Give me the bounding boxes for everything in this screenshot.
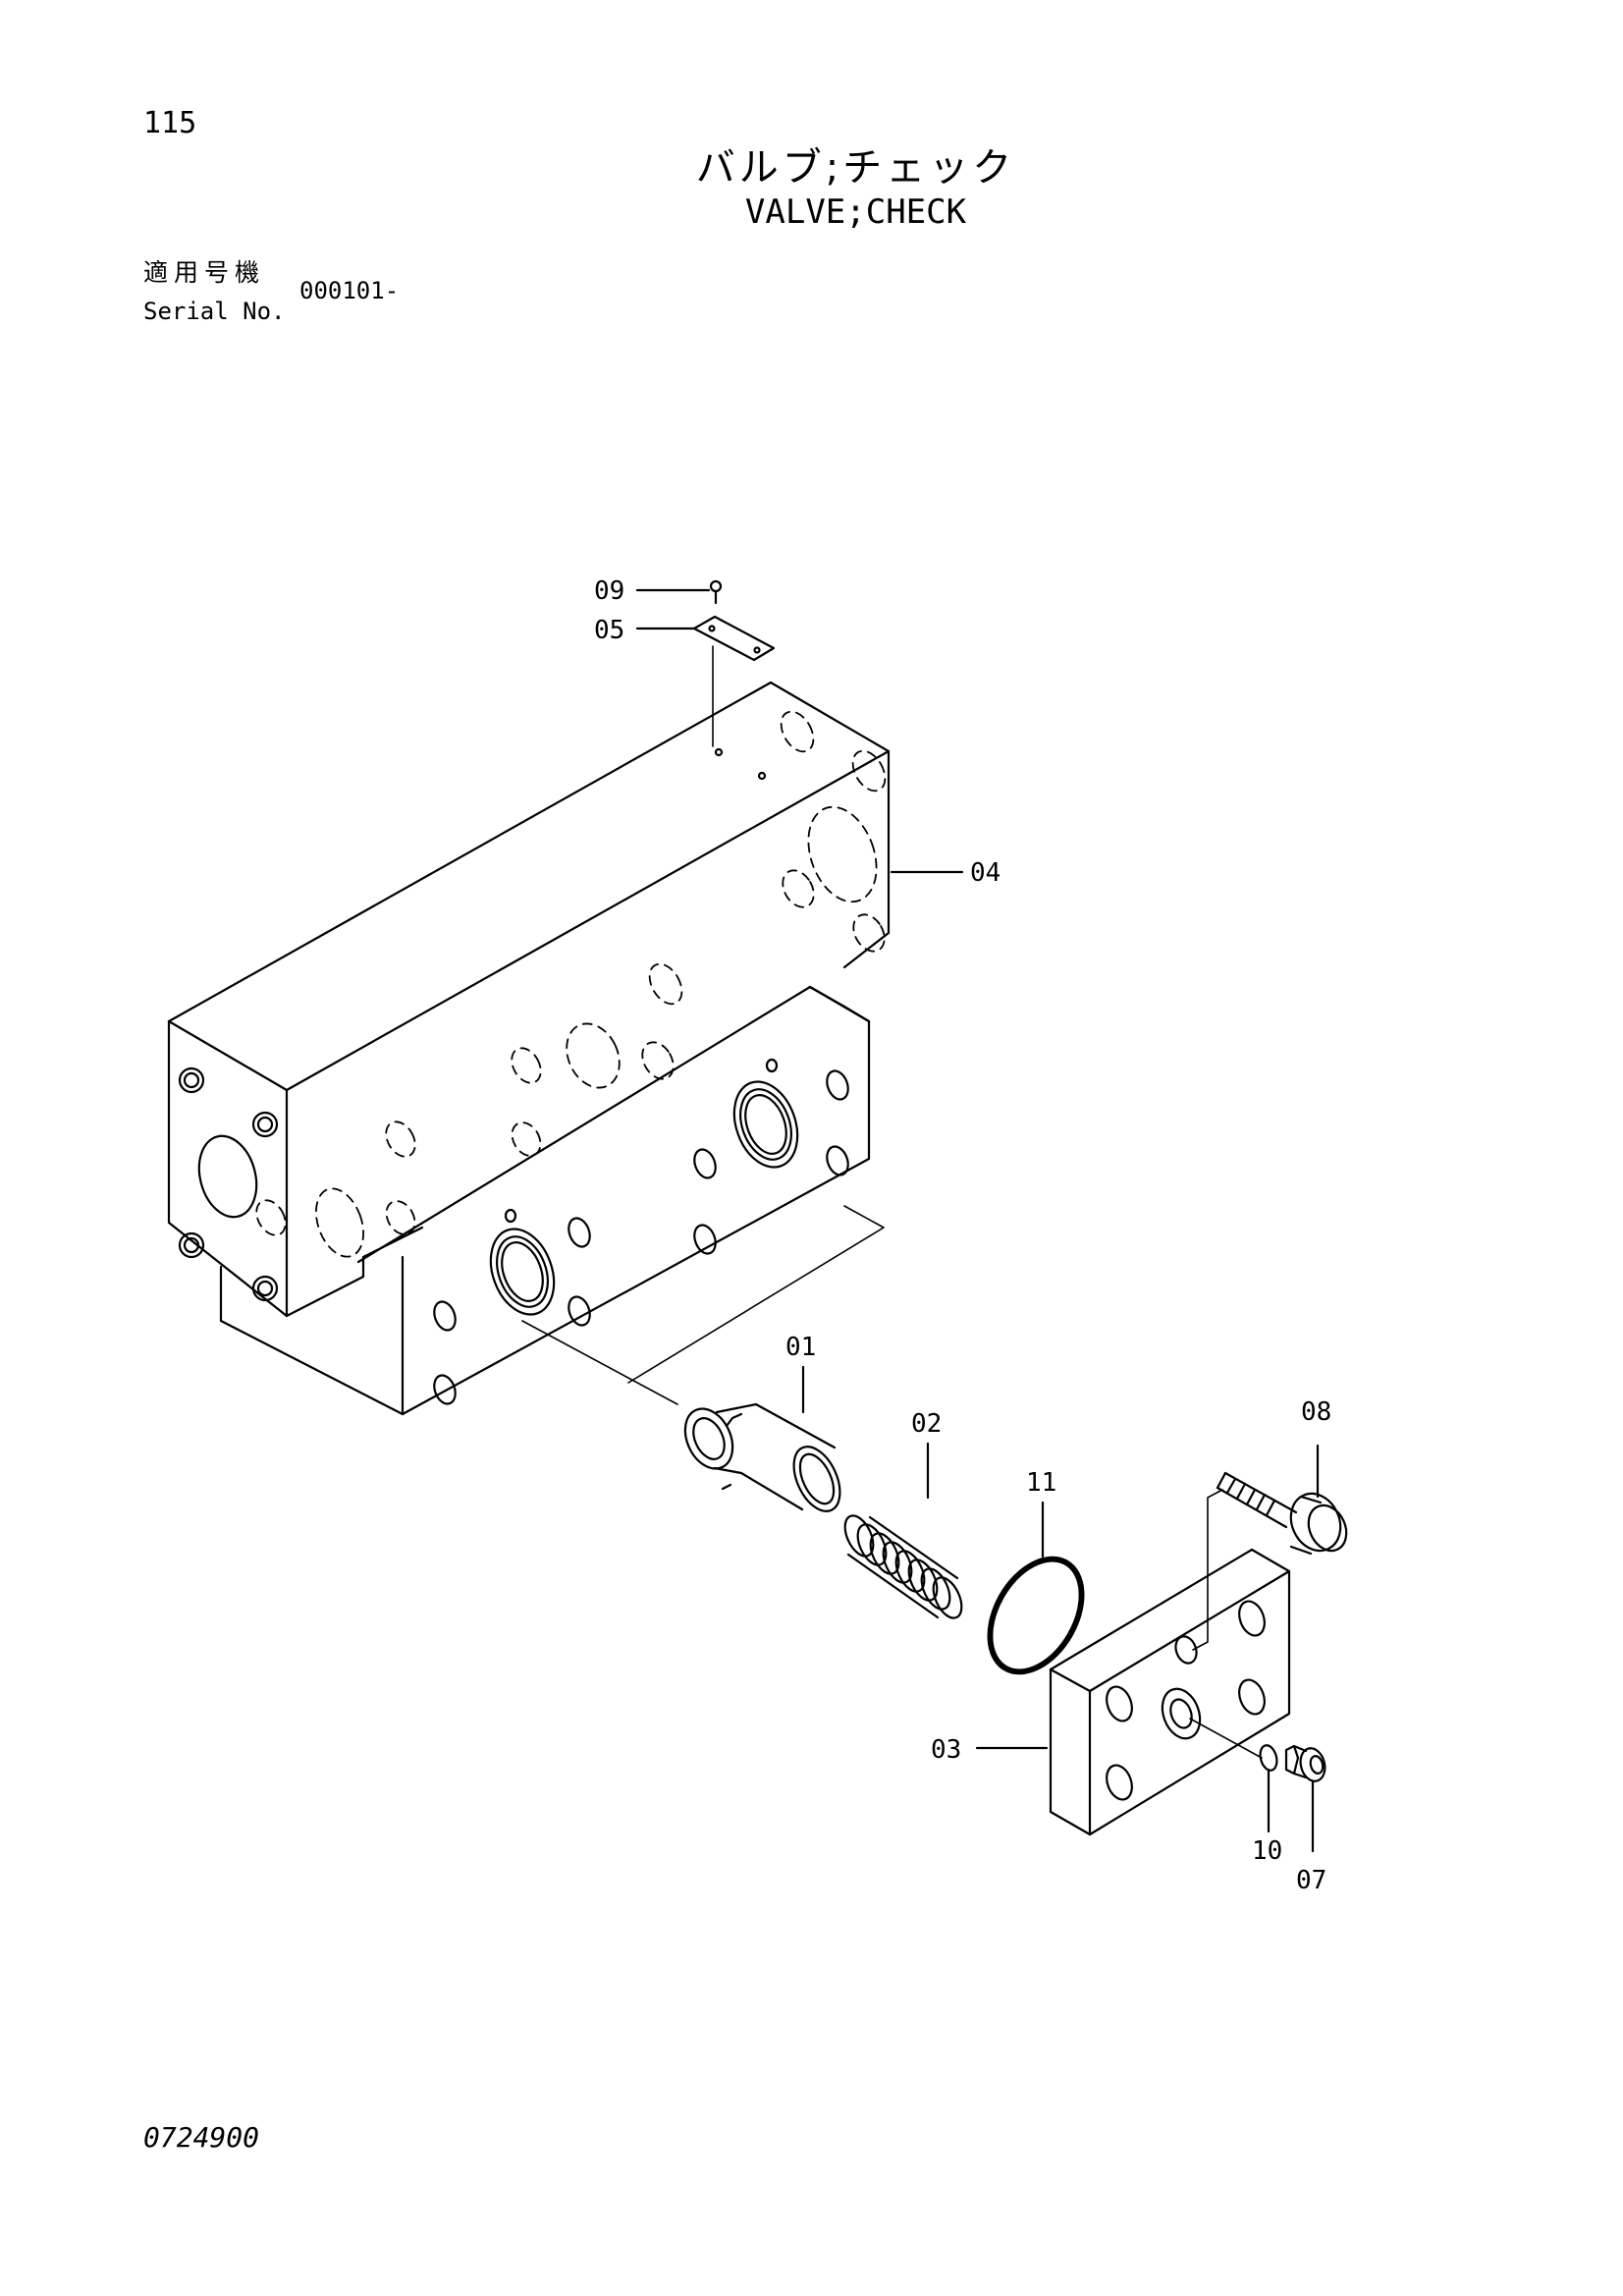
screw-09[interactable] xyxy=(635,579,723,605)
poppet-01[interactable] xyxy=(676,1365,849,1518)
plug-07[interactable] xyxy=(1284,1744,1328,1853)
document-code: 0724900 xyxy=(143,2121,260,2154)
callout-02: 02 xyxy=(911,1409,942,1439)
spring-02[interactable] xyxy=(839,1442,967,1622)
cover-03[interactable] xyxy=(975,1489,1291,1836)
page-title-english: VALVE;CHECK xyxy=(744,192,967,232)
callout-01: 01 xyxy=(785,1333,816,1362)
callout-10: 10 xyxy=(1252,1836,1282,1866)
valve-body[interactable] xyxy=(167,681,892,1416)
callout-05: 05 xyxy=(594,616,624,645)
bolt-08[interactable] xyxy=(1216,1444,1353,1558)
callout-07: 07 xyxy=(1296,1866,1326,1895)
callout-03: 03 xyxy=(931,1735,961,1765)
serial-label-japanese: 適用号機 xyxy=(143,258,266,287)
page-title-japanese: バルブ;チェック xyxy=(695,145,1016,191)
washer-10[interactable] xyxy=(1258,1743,1279,1833)
callout-11: 11 xyxy=(1026,1468,1056,1498)
o-ring-11[interactable] xyxy=(971,1501,1100,1688)
callout-04: 04 xyxy=(970,858,1001,888)
serial-label-english: Serial No. xyxy=(143,298,286,325)
page-number: 115 xyxy=(143,106,197,140)
serial-number-value: 000101- xyxy=(299,277,400,304)
callout-09: 09 xyxy=(594,576,624,606)
callout-08: 08 xyxy=(1301,1397,1331,1427)
name-plate-05[interactable] xyxy=(635,615,776,747)
